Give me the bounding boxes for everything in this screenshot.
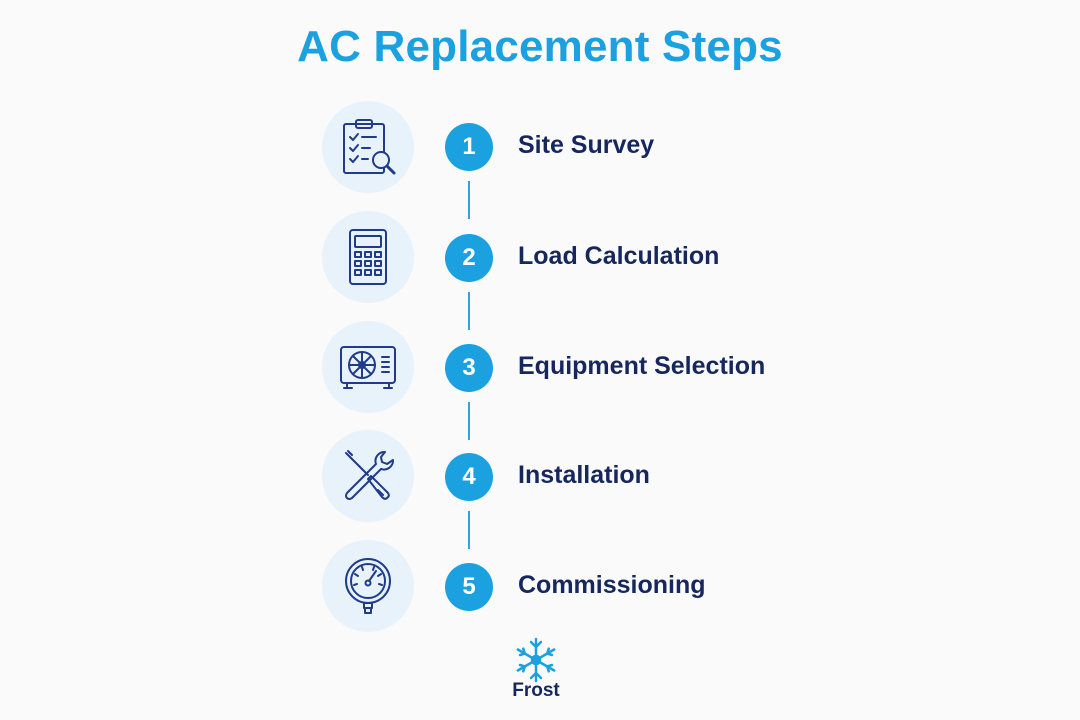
- step-icon-circle: [322, 211, 414, 303]
- step-number-2: 2: [445, 234, 493, 282]
- step-number-4: 4: [445, 453, 493, 501]
- step-connector: [468, 181, 470, 219]
- step-label-load-calculation: Load Calculation: [518, 242, 720, 270]
- brand-logo-text: Frost: [512, 680, 560, 701]
- step-connector: [468, 511, 470, 549]
- step-label-installation: Installation: [518, 461, 650, 489]
- ac-outdoor-unit-icon: [340, 346, 396, 389]
- step-connector: [468, 292, 470, 330]
- step-icon-circle: [322, 321, 414, 413]
- page-title: AC Replacement Steps: [297, 22, 783, 71]
- step-icon-circle: [322, 430, 414, 522]
- calculator-icon: [349, 229, 387, 285]
- step-label-equipment-selection: Equipment Selection: [518, 352, 766, 380]
- step-icon-circle: [322, 540, 414, 632]
- step-icon-circle: [322, 101, 414, 193]
- step-connector: [468, 402, 470, 440]
- step-label-site-survey: Site Survey: [518, 131, 655, 159]
- step-label-commissioning: Commissioning: [518, 571, 706, 599]
- step-number-5: 5: [445, 563, 493, 611]
- clipboard-search-icon: [343, 119, 396, 175]
- pressure-gauge-icon: [345, 558, 391, 614]
- step-number-3: 3: [445, 344, 493, 392]
- snowflake-icon: [516, 637, 556, 683]
- step-number-1: 1: [445, 123, 493, 171]
- screwdriver-wrench-icon: [345, 450, 394, 500]
